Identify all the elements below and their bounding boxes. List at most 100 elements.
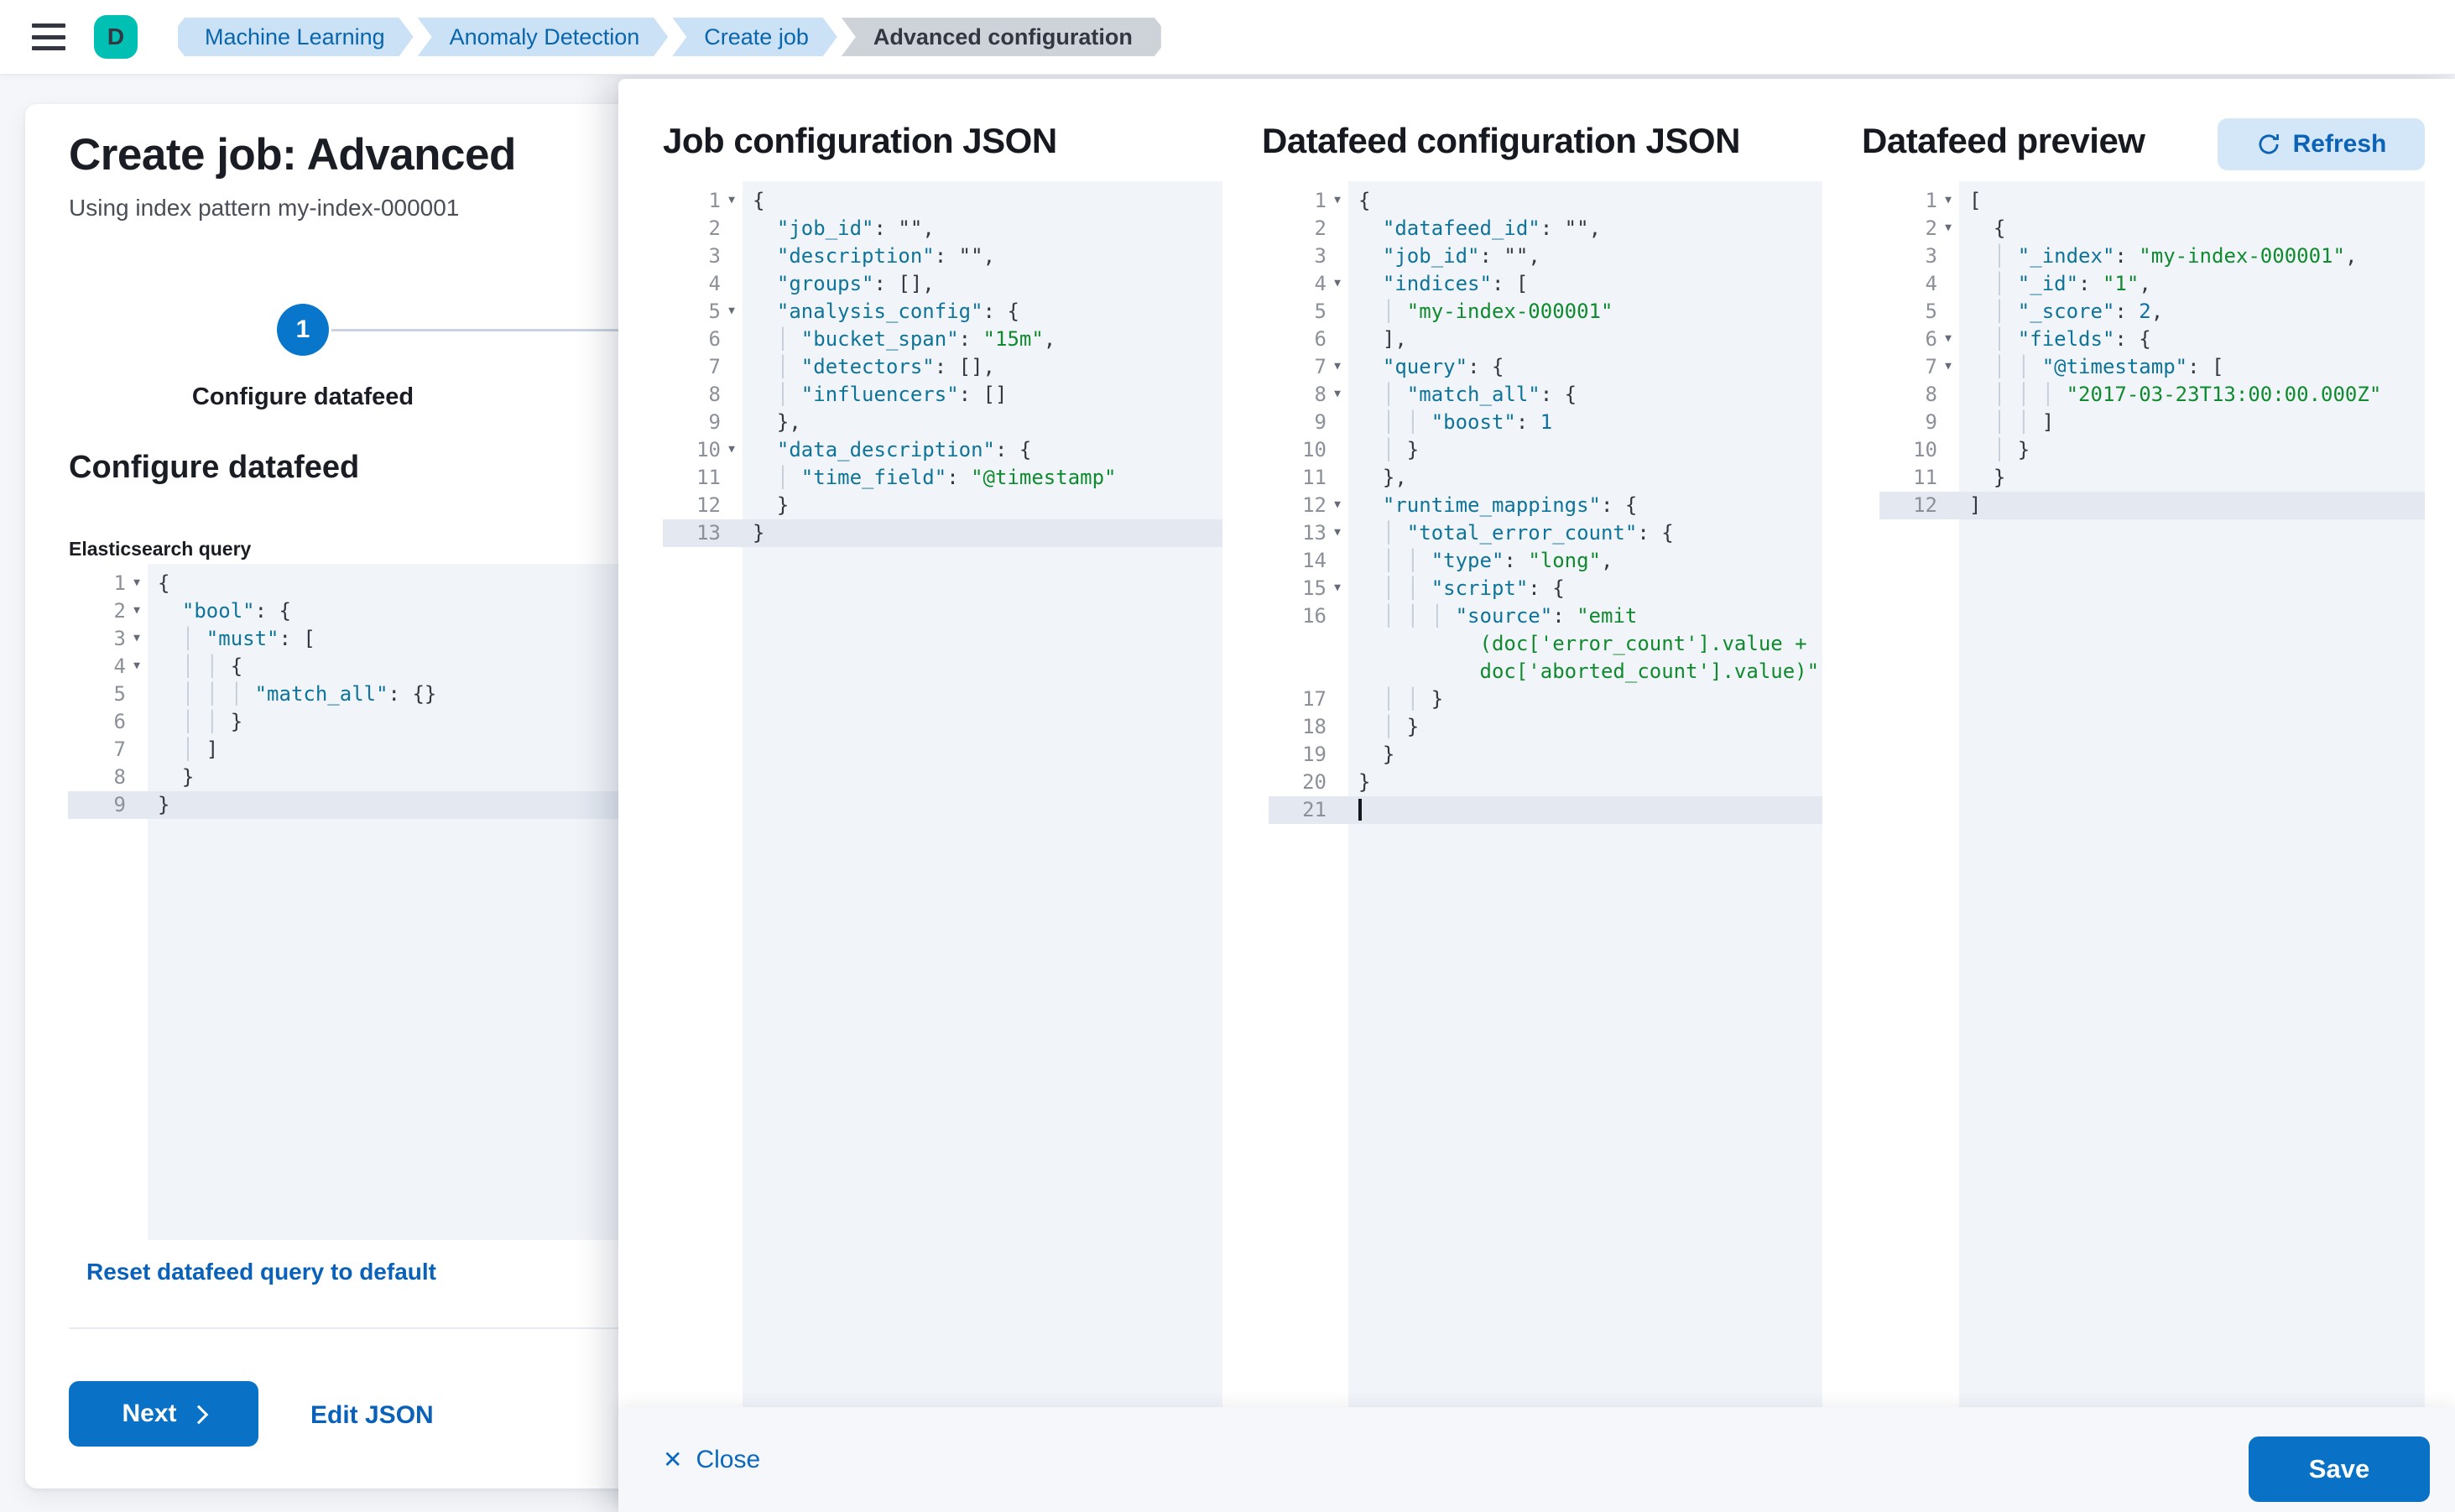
gutter-cell: 1▼ [663,187,743,215]
fold-arrow-icon[interactable]: ▼ [1334,388,1341,400]
fold-arrow-icon[interactable]: ▼ [1334,194,1341,206]
gutter-cell: 15▼ [1269,575,1348,602]
avatar[interactable]: D [94,15,138,59]
code-line: 7▼ │ │ "@timestamp": [ [1879,353,2425,381]
gutter-cell: 7 [113,738,126,761]
next-button[interactable]: Next [69,1381,258,1447]
code-line: 13} [663,519,1222,547]
code-line: 3▼ │ "must": [ [68,625,722,653]
gutter-cell: 11 [1302,466,1327,489]
gutter-cell: 6▼ [1879,326,1959,353]
code-line: 4▼ "indices": [ [1269,270,1822,298]
gutter-cell: 11 [1913,466,1937,489]
gutter-cell: 10▼ [663,436,743,464]
refresh-button[interactable]: Refresh [2218,118,2425,170]
code-line: 1▼[ [1879,187,2425,215]
code-line: 3 "description": "", [663,242,1222,270]
fold-arrow-icon[interactable]: ▼ [728,305,735,317]
gutter-cell: 13▼ [1269,519,1348,547]
page-title: Create job: Advanced [69,130,516,180]
gutter-cell: 7 [708,355,721,378]
gutter-cell: 7▼ [1269,353,1348,381]
breadcrumb-anomaly-detection[interactable]: Anomaly Detection [418,18,669,56]
code-line: 2▼ "bool": { [68,597,722,625]
fold-arrow-icon[interactable]: ▼ [728,194,735,206]
code-line: 8 } [68,764,722,791]
refresh-icon [2259,134,2279,154]
fold-arrow-icon[interactable]: ▼ [133,632,140,644]
edit-json-link[interactable]: Edit JSON [310,1401,434,1429]
code-line: 19 } [1269,741,1822,769]
datafeed-configuration-json-editor[interactable]: 1▼{2 "datafeed_id": "",3 "job_id": "",4▼… [1269,181,1822,1407]
code-line: 10 │ } [1879,436,2425,464]
gutter-cell: 4▼ [68,653,148,680]
gutter-cell: 9 [1314,410,1327,434]
code-line: 8 │ │ │ "2017-03-23T13:00:00.000Z" [1879,381,2425,409]
fold-arrow-icon[interactable]: ▼ [1945,360,1952,373]
gutter-cell: 1▼ [68,570,148,597]
gutter-cell: 12 [1913,493,1937,517]
step-1-indicator[interactable]: 1 [277,304,329,356]
breadcrumb-machine-learning[interactable]: Machine Learning [178,18,414,56]
fold-arrow-icon[interactable]: ▼ [1334,360,1341,373]
fold-arrow-icon[interactable]: ▼ [1334,277,1341,289]
code-line: 9} [68,791,722,819]
code-line: 9 }, [663,409,1222,436]
close-button[interactable]: Close [663,1407,760,1512]
fold-arrow-icon[interactable]: ▼ [133,660,140,672]
fold-arrow-icon[interactable]: ▼ [728,443,735,456]
elasticsearch-query-editor[interactable]: 1▼{2▼ "bool": {3▼ │ "must": [4▼ │ │ {5 │… [68,564,722,1240]
save-button[interactable]: Save [2249,1436,2430,1502]
elasticsearch-query-label: Elasticsearch query [69,538,252,560]
step-progress-line [331,329,722,331]
fold-arrow-icon[interactable]: ▼ [1334,581,1341,594]
page-subtitle: Using index pattern my-index-000001 [69,195,460,221]
code-line: 5 │ "_score": 2, [1879,298,2425,326]
fold-arrow-icon[interactable]: ▼ [1334,526,1341,539]
code-line: 7▼ "query": { [1269,353,1822,381]
close-button-label: Close [696,1445,761,1473]
fold-arrow-icon[interactable]: ▼ [1334,498,1341,511]
top-navigation-bar: D Machine Learning Anomaly Detection Cre… [0,0,2455,74]
code-line: 18 │ } [1269,713,1822,741]
arrow-right-icon [189,1405,208,1424]
gutter-cell: 20 [1302,770,1327,794]
fold-arrow-icon[interactable]: ▼ [133,576,140,589]
code-line: 14 │ │ "type": "long", [1269,547,1822,575]
gutter-cell: 14 [1302,549,1327,572]
reset-datafeed-query-link[interactable]: Reset datafeed query to default [86,1259,436,1285]
job-configuration-json-editor[interactable]: 1▼{2 "job_id": "",3 "description": "",4 … [663,181,1222,1407]
fold-arrow-icon[interactable]: ▼ [1945,194,1952,206]
fold-arrow-icon[interactable]: ▼ [1945,222,1952,234]
gutter-cell: 16 [1302,604,1327,628]
gutter-cell: 8 [113,765,126,789]
step-1-label: Configure datafeed [191,383,414,410]
code-line: 8▼ │ "match_all": { [1269,381,1822,409]
fold-arrow-icon[interactable]: ▼ [133,604,140,617]
code-line: 6 │ │ } [68,708,722,736]
gutter-cell: 2▼ [68,597,148,625]
menu-hamburger-icon[interactable] [32,23,65,50]
gutter-cell: 21 [1302,798,1327,821]
gutter-cell: 4▼ [1269,270,1348,298]
code-line: 8 │ "influencers": [] [663,381,1222,409]
gutter-cell: 1▼ [1879,187,1959,215]
datafeed-preview-editor[interactable]: 1▼[2▼ {3 │ "_index": "my-index-000001",4… [1879,181,2425,1407]
gutter-cell: 4 [1925,272,1937,295]
gutter-cell: 2▼ [1879,215,1959,242]
gutter-cell: 8▼ [1269,381,1348,409]
gutter-cell: 18 [1302,715,1327,738]
code-line: 3 "job_id": "", [1269,242,1822,270]
create-job-panel: Create job: Advanced Using index pattern… [25,104,722,1489]
job-configuration-json-title: Job configuration JSON [663,121,1057,160]
close-icon [663,1446,682,1474]
breadcrumb-create-job[interactable]: Create job [672,18,837,56]
code-line: 3 │ "_index": "my-index-000001", [1879,242,2425,270]
code-line: 6 ], [1269,326,1822,353]
gutter-cell: 17 [1302,687,1327,711]
gutter-cell: 9 [708,410,721,434]
fold-arrow-icon[interactable]: ▼ [1945,332,1952,345]
code-line: 5▼ "analysis_config": { [663,298,1222,326]
gutter-cell: 8 [1925,383,1937,406]
next-button-label: Next [122,1400,177,1427]
